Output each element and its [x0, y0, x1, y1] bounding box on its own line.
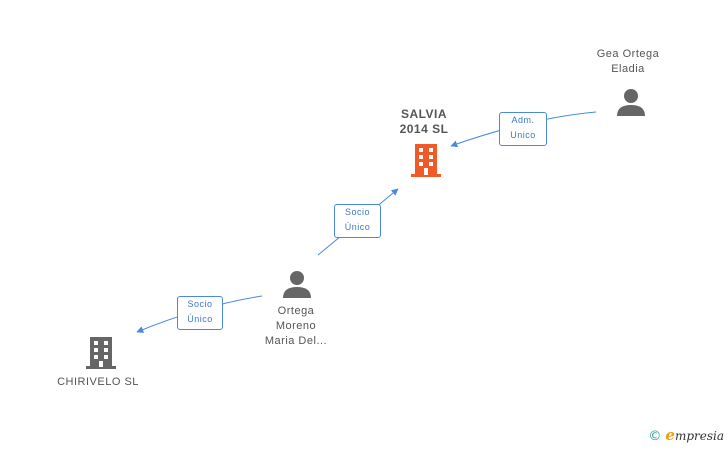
- edge-label-socio-unico-salvia[interactable]: Socio Único: [334, 204, 381, 238]
- edge-label-socio-unico-chirivelo[interactable]: Socio Único: [177, 296, 223, 330]
- node-label-ortega[interactable]: Ortega Moreno Maria Del...: [264, 305, 328, 347]
- brand-name: mpresia: [674, 429, 724, 443]
- building-icon[interactable]: [86, 337, 116, 369]
- edge-label-adm-unico[interactable]: Adm. Unico: [499, 112, 547, 146]
- node-label-salvia[interactable]: SALVIA 2014 SL: [399, 107, 449, 136]
- node-label-chirivelo[interactable]: CHIRIVELO SL: [57, 376, 139, 388]
- person-icon[interactable]: [617, 89, 645, 116]
- building-icon[interactable]: [411, 144, 441, 177]
- person-icon[interactable]: [283, 271, 311, 298]
- brand-logo: ©empresia: [648, 426, 724, 444]
- copyright-icon: ©: [648, 429, 662, 444]
- node-label-gea[interactable]: Gea Ortega Eladia: [596, 48, 660, 75]
- brand-initial: e: [665, 426, 675, 444]
